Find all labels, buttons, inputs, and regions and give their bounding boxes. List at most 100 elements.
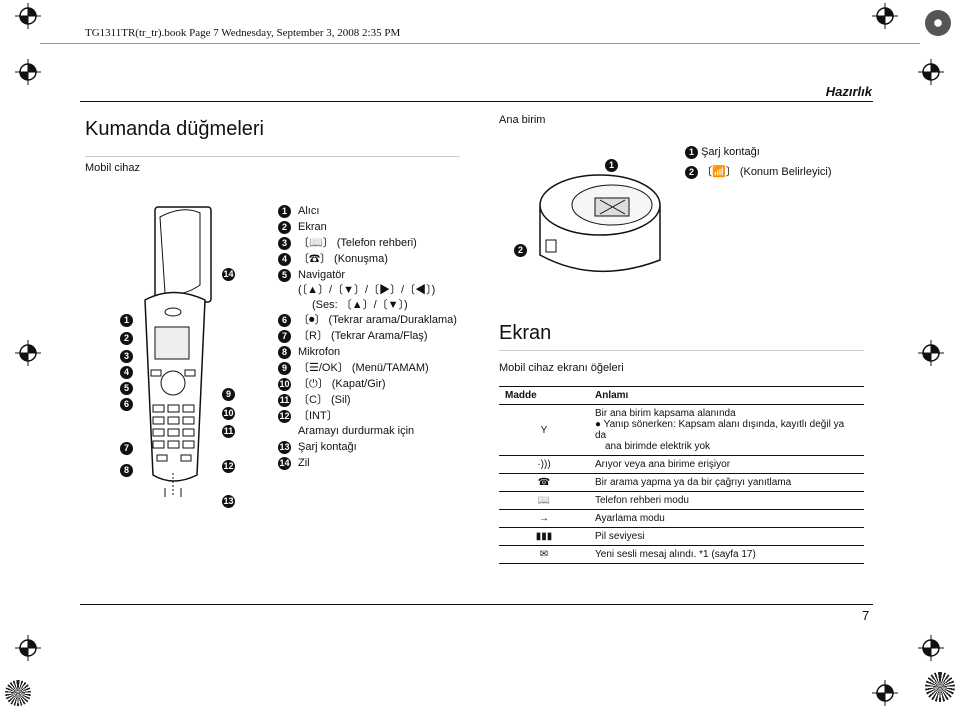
legend-text: Navigatör	[298, 269, 346, 281]
handset-callout-5: 5	[120, 378, 133, 396]
handset-illustration	[144, 206, 212, 497]
base-callout-1: 1	[605, 155, 618, 173]
registration-mark	[872, 3, 898, 29]
screen-title: Ekran	[499, 322, 552, 344]
table-header-meaning: Anlamı	[589, 386, 864, 405]
registration-mark	[15, 3, 41, 29]
badge-5: 5	[120, 382, 133, 395]
handset-callout-1: 1	[120, 310, 133, 328]
legend-text: 〔☎〕 (Konuşma)	[298, 253, 388, 265]
legend-badge: 9	[278, 362, 291, 375]
footer-rule	[80, 604, 873, 605]
subtitle-handset: Mobil cihaz	[85, 162, 141, 174]
badge-4: 4	[120, 366, 133, 379]
table-row: → Ayarlama modu	[499, 509, 864, 528]
screen-rule	[499, 350, 864, 351]
registration-mark	[918, 59, 944, 85]
badge-6: 6	[120, 398, 133, 411]
registration-mark	[15, 635, 41, 661]
legend-text: 〔C〕 (Sil)	[298, 394, 351, 406]
page-number: 7	[862, 608, 870, 623]
handset-icon: ☎	[499, 473, 589, 492]
cell-line: ana birimde elektrik yok	[605, 441, 711, 452]
legend-text: Aramayı durdurmak için	[298, 425, 415, 437]
badge-13: 13	[222, 495, 235, 508]
setting-icon: →	[499, 509, 589, 528]
badge-10: 10	[222, 407, 235, 420]
base-legend-text: Şarj kontağı	[701, 146, 760, 158]
legend-text: 〔⏻〕 (Kapat/Gir)	[298, 378, 386, 390]
signal-icon: ·)))	[499, 455, 589, 474]
table-cell: Ayarlama modu	[589, 509, 864, 528]
table-row: ✉ Yeni sesli mesaj alındı. *1 (sayfa 17)	[499, 545, 864, 564]
page-title: Kumanda düğmeleri	[85, 118, 264, 140]
handset-callout-2: 2	[120, 328, 133, 346]
color-target-bottom-left	[5, 680, 31, 706]
color-target-bottom-right	[925, 672, 955, 702]
badge-1: 1	[685, 146, 698, 159]
table-row: ☎ Bir arama yapma ya da bir çağrıyı yanı…	[499, 473, 864, 492]
legend-badge: 1	[278, 205, 291, 218]
badge-2: 2	[120, 332, 133, 345]
legend-text: Şarj kontağı	[298, 441, 357, 453]
registration-mark	[872, 680, 898, 706]
table-cell: Yeni sesli mesaj alındı. *1 (sayfa 17)	[589, 545, 864, 564]
table-row: Y Bir ana birim kapsama alanında ● Yanıp…	[499, 404, 864, 456]
legend-text: Ekran	[298, 221, 327, 233]
legend-text: 〔☰/OK〕 (Menü/TAMAM)	[298, 362, 429, 374]
badge-9: 9	[222, 388, 235, 401]
phonebook-icon: 📖	[499, 491, 589, 510]
handset-callout-14: 14	[222, 264, 235, 282]
handset-callout-6: 6	[120, 394, 133, 412]
page-header: TG1311TR(tr_tr).book Page 7 Wednesday, S…	[85, 27, 401, 39]
legend-badge: 4	[278, 253, 291, 266]
table-cell: Bir arama yapma ya da bir çağrıyı yanıtl…	[589, 473, 864, 492]
base-unit-illustration	[539, 174, 661, 273]
registration-mark	[15, 59, 41, 85]
legend-badge: 5	[278, 269, 291, 282]
base-legend-text: 〔📶〕 (Konum Belirleyici)	[701, 166, 832, 178]
legend-badge: 11	[278, 394, 291, 407]
handset-callout-3: 3	[120, 346, 133, 364]
section-rule	[80, 101, 873, 102]
legend-badge: 8	[278, 346, 291, 359]
subtitle-base: Ana birim	[499, 114, 546, 126]
registration-mark	[918, 635, 944, 661]
handset-callout-4: 4	[120, 362, 133, 380]
legend-badge: 7	[278, 330, 291, 343]
base-legend-1: 1 Şarj kontağı	[685, 146, 760, 159]
handset-callout-7: 7	[120, 438, 133, 456]
table-cell: Pil seviyesi	[589, 527, 864, 546]
badge-11: 11	[222, 425, 235, 438]
legend-badge: 13	[278, 441, 291, 454]
handset-callout-12: 12	[222, 456, 235, 474]
legend-badge: 3	[278, 237, 291, 250]
table-cell: Telefon rehberi modu	[589, 491, 864, 510]
badge-1: 1	[120, 314, 133, 327]
legend-text: Zil	[298, 457, 310, 469]
table-cell: Bir ana birim kapsama alanında ● Yanıp s…	[589, 404, 864, 456]
badge-8: 8	[120, 464, 133, 477]
screen-items-table: Madde Anlamı Y Bir ana birim kapsama ala…	[499, 386, 864, 564]
legend-badge: 10	[278, 378, 291, 391]
legend-text: Alıcı	[298, 205, 320, 217]
legend-text: 〔📖〕 (Telefon rehberi)	[298, 237, 417, 249]
base-legend-2: 2 〔📶〕 (Konum Belirleyici)	[685, 163, 832, 179]
color-target-top	[925, 10, 951, 36]
badge-3: 3	[120, 350, 133, 363]
legend-text: 〔⏺〕 (Tekrar arama/Duraklama)	[298, 314, 457, 326]
legend-text: 〔R〕 (Tekrar Arama/Flaş)	[298, 330, 428, 342]
registration-mark	[918, 340, 944, 366]
table-cell: Arıyor veya ana birime erişiyor	[589, 455, 864, 474]
legend-badge: 12	[278, 410, 291, 423]
table-header-item: Madde	[499, 386, 589, 405]
handset-callout-9: 9	[222, 384, 235, 402]
battery-icon: ▮▮▮	[499, 527, 589, 546]
antenna-icon: Y	[499, 404, 589, 456]
screen-subtitle: Mobil cihaz ekranı öğeleri	[499, 362, 624, 374]
legend-text: (〔▲〕/〔▼〕/〔▶〕/〔◀〕)	[298, 284, 436, 296]
badge-12: 12	[222, 460, 235, 473]
table-row: 📖 Telefon rehberi modu	[499, 491, 864, 510]
legend-text: 〔INT〕	[298, 410, 338, 422]
handset-callout-10: 10	[222, 403, 235, 421]
